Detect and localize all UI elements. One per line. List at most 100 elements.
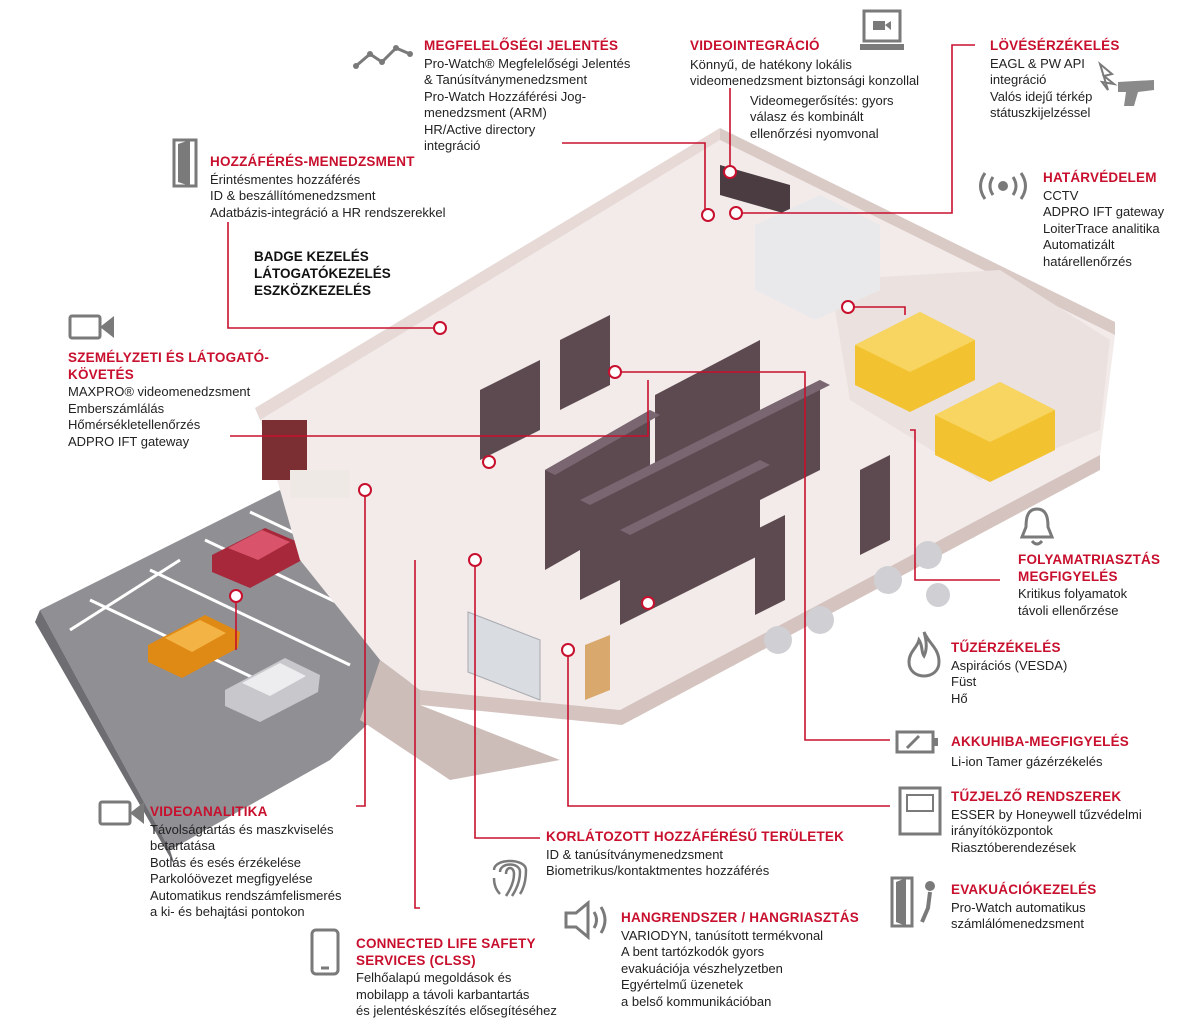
callout-line: Hő	[951, 690, 968, 706]
callout-line: irányítóközpontok	[951, 823, 1053, 838]
callout-line: Li-ion Tamer gázérzékelés	[951, 753, 1103, 769]
callout-title: MEGFELELŐSÉGI JELENTÉS	[424, 38, 619, 53]
callout-line: & Tanúsítványmenedzsment	[424, 72, 588, 87]
callout-badge-kezeles: BADGE KEZELÉS LÁTOGATÓKEZELÉS ESZKÖZKEZE…	[254, 248, 391, 299]
callout-line: Felhőalapú megoldások és	[356, 970, 512, 985]
callout-line: EAGL & PW API	[990, 55, 1085, 71]
callout-line: számlálómenedzsment	[951, 916, 1084, 931]
callout-line: Egyértelmű üzenetek	[621, 977, 744, 992]
callout-sublines: Videomegerősítés: gyors válasz és kombin…	[690, 93, 919, 143]
callout-title: HOZZÁFÉRÉS-MENEDZSMENT	[210, 154, 415, 169]
callout-line: Valós idejű térkép	[990, 88, 1093, 104]
callout-line: Pro-Watch® Megfelelőségi Jelentés	[424, 55, 631, 71]
callout-title: TŰZÉRZÉKELÉS	[951, 640, 1061, 655]
callout-line: Riasztóberendezések	[951, 839, 1077, 855]
monitor-camera-icon	[860, 9, 904, 50]
car-orange	[148, 615, 240, 678]
callout-title: HATÁRVÉDELEM	[1043, 170, 1157, 185]
flame-icon	[907, 631, 941, 678]
entrance-ramp	[360, 660, 560, 780]
callout-line: betartatása	[150, 838, 216, 853]
callout-line: Biometrikus/kontaktmentes hozzáférés	[546, 863, 770, 878]
loading-dock-door	[467, 611, 541, 701]
callout-title: VIDEOANALITIKA	[150, 804, 268, 819]
callout-markers	[229, 165, 855, 657]
callout-line: Videomegerősítés: gyors	[750, 92, 894, 108]
generator-1	[855, 312, 975, 412]
callout-line: Hőmérsékletellenőrzés	[68, 417, 201, 432]
callout-hangrendszer: HANGRENDSZER / HANGRIASZTÁS VARIODYN, ta…	[621, 910, 859, 1010]
speaker-icon	[564, 900, 607, 940]
reception-desk	[290, 470, 350, 498]
callout-line: határellenőrzés	[1043, 253, 1132, 269]
gun-icon	[1098, 61, 1154, 106]
callout-line: integráció	[424, 138, 481, 153]
callout-line: CCTV	[1043, 187, 1079, 203]
signal-icon	[979, 172, 1027, 200]
callout-line: ESSER by Honeywell tűzvédelmi	[951, 806, 1142, 822]
callout-title: BADGE KEZELÉS	[254, 249, 369, 264]
exit-person-icon	[890, 876, 935, 928]
boxes	[585, 635, 610, 700]
callout-line: Aspirációs (VESDA)	[951, 657, 1068, 673]
parking-lot-edge	[35, 610, 175, 866]
ups-cabinets	[755, 195, 880, 320]
callout-tuzerzekeles: TŰZÉRZÉKELÉS Aspirációs (VESDA) Füst Hő	[951, 640, 1067, 707]
callout-line: Kritikus folyamatok	[1018, 586, 1128, 601]
callout-clss: CONNECTED LIFE SAFETY SERVICES (CLSS) Fe…	[356, 936, 557, 1020]
callout-videointegracio: VIDEOINTEGRÁCIÓ Könnyű, de hatékony loká…	[690, 38, 919, 142]
callout-folyamatriasztas: FOLYAMATRIASZTÁS MEGFIGYELÉS Kritikus fo…	[1018, 552, 1160, 619]
callout-line: Pro-Watch automatikus	[951, 899, 1086, 915]
callout-videoanalitika: VIDEOANALITIKA Távolságtartás és maszkvi…	[150, 804, 341, 921]
callout-line: távoli ellenőrzése	[1018, 602, 1119, 618]
callout-line: Automatizált	[1043, 237, 1115, 252]
callout-title: FOLYAMATRIASZTÁS MEGFIGYELÉS	[1018, 552, 1161, 584]
callout-line: ellenőrzési nyomvonal	[750, 125, 879, 141]
callout-title: LÁTOGATÓKEZELÉS	[254, 266, 391, 281]
rack-highlights	[545, 380, 830, 535]
video-camera-icon	[68, 314, 114, 340]
callout-title: SZEMÉLYZETI ÉS LÁTOGATÓ- KÖVETÉS	[68, 350, 270, 382]
callout-title: LÖVÉSÉRZÉKELÉS	[990, 38, 1120, 53]
callout-line: LoiterTrace analitika	[1043, 220, 1160, 236]
generator-2	[935, 382, 1055, 482]
callout-line: Távolságtartás és maszkviselés	[150, 821, 334, 837]
car-red	[212, 528, 305, 588]
callout-akkuhiba: AKKUHIBA-MEGFIGYELÉS Li-ion Tamer gázérz…	[951, 734, 1129, 770]
callout-line: VARIODYN, tanúsított termékvonal	[621, 927, 824, 943]
smartphone-icon	[310, 928, 340, 976]
callout-line: Pro-Watch Hozzáférési Jog-	[424, 88, 587, 104]
callout-line: Adatbázis-integráció a HR rendszerekkel	[210, 204, 446, 220]
callout-line: Botlás és esés érzékelése	[150, 854, 302, 870]
callout-loveserzekeles: LÖVÉSÉRZÉKELÉS EAGL & PW API integráció …	[990, 38, 1120, 122]
callout-line: evakuációja vészhelyzetben	[621, 960, 783, 976]
callout-hozzaferes-menedzsment: HOZZÁFÉRÉS-MENEDZSMENT Érintésmentes hoz…	[210, 154, 446, 221]
video-wall	[720, 165, 790, 215]
callout-line: Érintésmentes hozzáférés	[210, 171, 361, 187]
callout-title: CONNECTED LIFE SAFETY SERVICES (CLSS)	[356, 936, 536, 968]
callout-line: ID & beszállítómenedzsment	[210, 188, 376, 203]
callout-line: menedzsment (ARM)	[424, 105, 547, 120]
callout-tuzjelzo-rendszerek: TŰZJELZŐ RENDSZEREK ESSER by Honeywell t…	[951, 789, 1142, 856]
callout-line: ADPRO IFT gateway	[68, 433, 190, 449]
callout-line: HR/Active directory	[424, 121, 536, 137]
callout-line: státuszkijelzéssel	[990, 105, 1091, 120]
callout-line: a ki- és behajtási pontokon	[150, 904, 305, 919]
connector-lines	[227, 44, 1000, 909]
fire-panel-icon	[898, 786, 942, 836]
callout-line: videomenedzsment biztonsági konzollal	[690, 73, 920, 88]
server-racks	[480, 315, 890, 625]
callout-title: HANGRENDSZER / HANGRIASZTÁS	[621, 910, 859, 925]
callout-line: integráció	[990, 72, 1047, 87]
callout-szemelyzeti-kovetes: SZEMÉLYZETI ÉS LÁTOGATÓ- KÖVETÉS MAXPRO®…	[68, 350, 269, 450]
callout-line: A bent tartózkodók gyors	[621, 944, 765, 959]
callout-title: VIDEOINTEGRÁCIÓ	[690, 38, 820, 53]
camera-icon	[98, 800, 144, 826]
callout-korlatozott-teruletek: KORLÁTOZOTT HOZZÁFÉRÉSŰ TERÜLETEK ID & t…	[546, 829, 844, 880]
callout-title: EVAKUÁCIÓKEZELÉS	[951, 882, 1097, 897]
bell-icon	[1019, 507, 1055, 546]
front-wall	[420, 455, 1100, 725]
callout-hatarvedelem: HATÁRVÉDELEM CCTV ADPRO IFT gateway Loit…	[1043, 170, 1164, 270]
car-white	[225, 658, 320, 722]
